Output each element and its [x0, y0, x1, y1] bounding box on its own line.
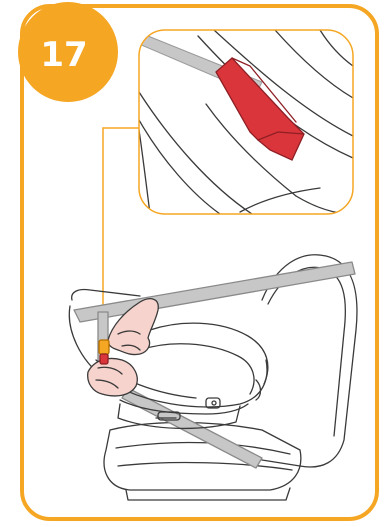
step-badge: 17	[18, 2, 118, 102]
hand-bottom	[88, 359, 138, 396]
step-number: 17	[40, 35, 87, 75]
detail-callout	[139, 30, 353, 214]
belt-clip	[99, 340, 109, 364]
